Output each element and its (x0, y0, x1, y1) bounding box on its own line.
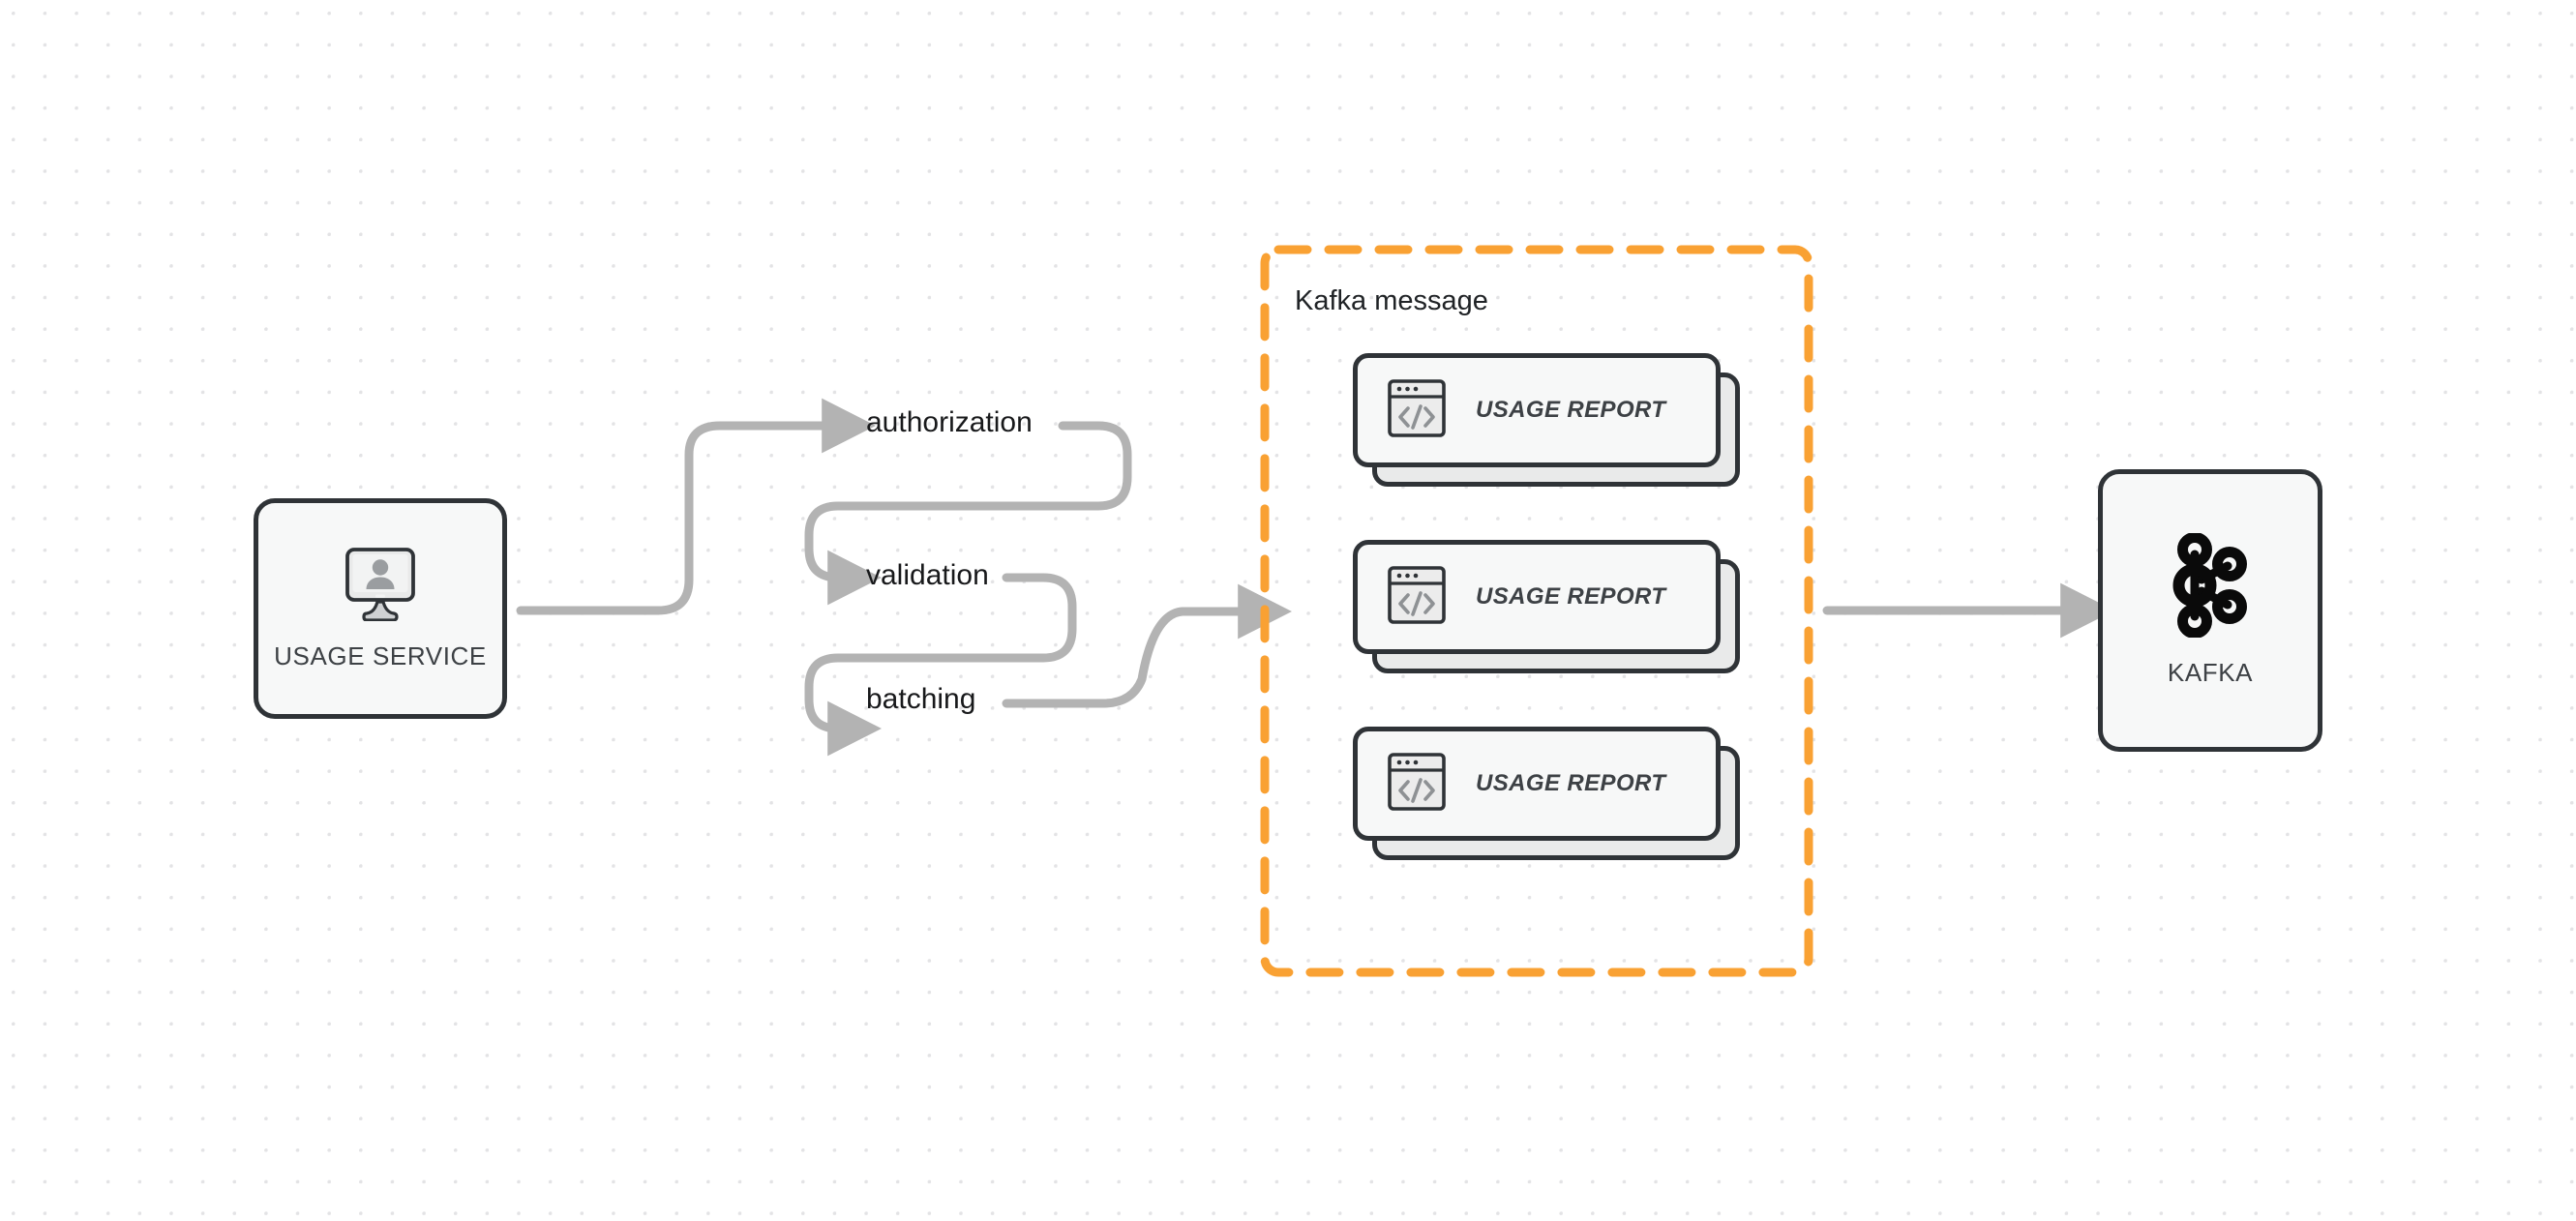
card-front[interactable]: USAGE REPORT (1353, 353, 1721, 467)
edge-batching-to-kafka-message (1002, 583, 1292, 708)
node-usage-service-label: USAGE SERVICE (274, 641, 487, 670)
node-kafka[interactable]: KAFKA (2098, 469, 2322, 752)
card-front[interactable]: USAGE REPORT (1353, 727, 1721, 841)
node-kafka-label: KAFKA (2167, 658, 2254, 687)
card-usage-report-label: USAGE REPORT (1476, 583, 1666, 610)
card-usage-report[interactable]: USAGE REPORT (1353, 727, 1740, 860)
code-window-icon (1387, 378, 1447, 443)
code-window-icon (1387, 565, 1447, 630)
stage-label-authorization[interactable]: authorization (866, 406, 1033, 438)
edge-authorization-to-validation (804, 421, 1132, 606)
card-usage-report[interactable]: USAGE REPORT (1353, 353, 1740, 487)
card-usage-report-label: USAGE REPORT (1476, 397, 1666, 423)
card-front[interactable]: USAGE REPORT (1353, 540, 1721, 654)
monitor-user-icon (342, 546, 419, 626)
group-kafka-message[interactable]: Kafka message USAGE REP (1260, 245, 1813, 977)
group-kafka-message-title: Kafka message (1295, 285, 1488, 316)
card-usage-report[interactable]: USAGE REPORT (1353, 540, 1740, 673)
stage-label-batching[interactable]: batching (866, 683, 976, 715)
card-usage-report-label: USAGE REPORT (1476, 770, 1666, 796)
stage-label-validation[interactable]: validation (866, 559, 989, 591)
code-window-icon (1387, 752, 1447, 817)
kafka-logo-icon (2170, 532, 2251, 642)
node-usage-service[interactable]: USAGE SERVICE (254, 498, 507, 719)
edge-service-to-authorization (516, 398, 876, 615)
